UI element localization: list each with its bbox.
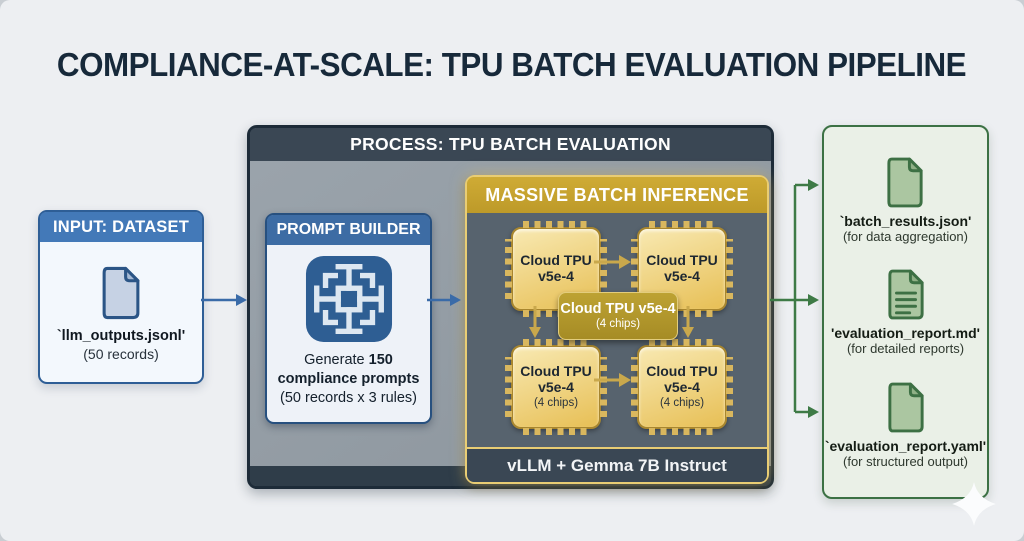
prompt-builder-box: PROMPT BUILDER Generate 150 complianc (265, 213, 432, 424)
file-lines-icon (887, 269, 924, 320)
chip-pins (523, 339, 589, 346)
process-box: PROCESS: TPU BATCH EVALUATION PROMPT BUI… (247, 125, 774, 489)
chip-pins (523, 221, 589, 228)
file-icon (887, 157, 924, 207)
input-file-sublabel: (50 records) (83, 345, 159, 362)
chip-pins (631, 239, 638, 299)
chip-pins (600, 239, 607, 299)
chip-pins (505, 239, 512, 299)
tpu-pod-label: Cloud TPU v5e-4 (4 chips) (558, 292, 678, 340)
input-dataset-box: INPUT: DATASET `llm_outputs.jsonl' (50 r… (38, 210, 204, 384)
arrow-process-to-outputs (770, 179, 819, 418)
chip-pins (726, 357, 733, 417)
page-title: COMPLIANCE-AT-SCALE: TPU BATCH EVALUATIO… (57, 46, 967, 83)
chip-pins (523, 428, 589, 435)
output-item-evaluation-report-md: 'evaluation_report.md' (for detailed rep… (831, 268, 980, 356)
chip-pins (726, 239, 733, 299)
output-item-batch-results: `batch_results.json' (for data aggregati… (840, 156, 971, 244)
inference-footer: vLLM + Gemma 7B Instruct (467, 447, 767, 482)
arrow-input-to-prompt-builder (201, 294, 247, 306)
tpu-chip-top-left: Cloud TPU v5e-4 (505, 221, 607, 317)
tpu-chip-bottom-right: Cloud TPU v5e-4 (4 chips) (631, 339, 733, 435)
output-item-evaluation-report-yaml: `evaluation_report.yaml' (for structured… (825, 381, 986, 469)
prompt-builder-text: Generate 150 compliance prompts (50 reco… (277, 352, 420, 407)
chip-pins (631, 357, 638, 417)
input-file-label: `llm_outputs.jsonl' (56, 327, 186, 344)
prompt-builder-header: PROMPT BUILDER (267, 215, 430, 245)
input-dataset-body: `llm_outputs.jsonl' (50 records) (40, 242, 202, 382)
chip-pins (649, 310, 715, 317)
sparkle-icon (952, 482, 996, 526)
chip-pins (649, 221, 715, 228)
process-header: PROCESS: TPU BATCH EVALUATION (250, 128, 771, 161)
tpu-chip-top-right: Cloud TPU v5e-4 (631, 221, 733, 317)
tpu-chip-bottom-left: Cloud TPU v5e-4 (4 chips) (505, 339, 607, 435)
circuit-chip-icon (305, 255, 392, 343)
chip-pins (649, 428, 715, 435)
inference-header: MASSIVE BATCH INFERENCE (467, 177, 767, 213)
document-icon (102, 266, 140, 319)
chip-pins (649, 339, 715, 346)
chip-pins (600, 357, 607, 417)
chip-pins (505, 357, 512, 417)
input-dataset-header: INPUT: DATASET (40, 212, 202, 242)
massive-batch-inference-box: MASSIVE BATCH INFERENCE Cloud TPU v5e-4 … (465, 175, 769, 484)
output-box: `batch_results.json' (for data aggregati… (822, 125, 989, 499)
file-icon (887, 382, 924, 432)
chip-pins (523, 310, 589, 317)
